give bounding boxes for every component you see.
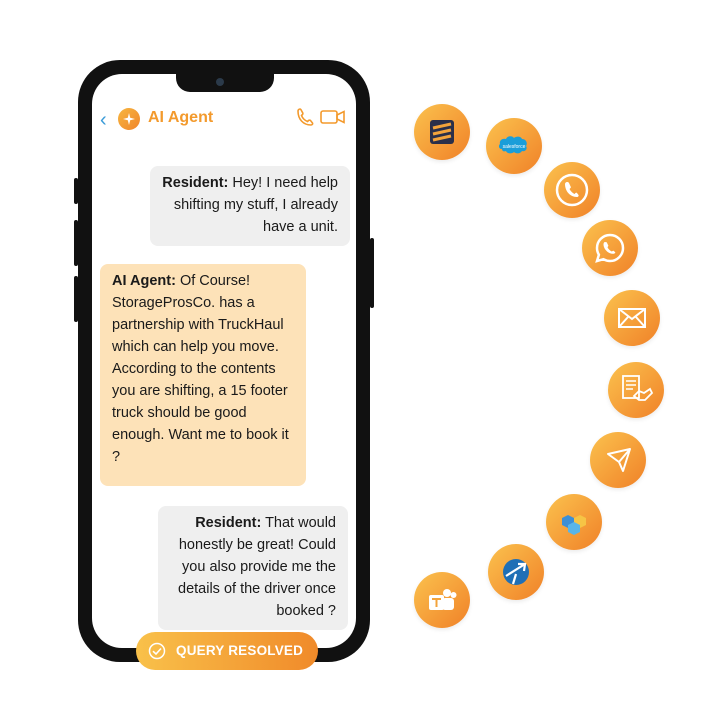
message-text: That would honestly be great! Could you … (178, 515, 336, 619)
cubes-icon[interactable] (546, 494, 602, 550)
chevron-left-icon[interactable]: ‹ (100, 109, 107, 131)
message-text: Hey! I need help shifting my stuff, I al… (173, 175, 338, 235)
message-bubble-agent: AI Agent: Of Course! StorageProsCo. has … (100, 264, 306, 486)
phone-frame: ‹ AI Agent Resident: Hey! I need help sh… (74, 60, 374, 662)
check-circle-icon (148, 642, 166, 660)
whatsapp-icon[interactable] (582, 220, 638, 276)
contract-handshake-icon[interactable] (608, 362, 664, 418)
message-bubble-resident-1: Resident: Hey! I need help shifting my s… (150, 166, 350, 246)
query-resolved-label: QUERY RESOLVED (176, 643, 304, 658)
phone-screen: ‹ AI Agent Resident: Hey! I need help sh… (92, 74, 356, 648)
phone-icon[interactable] (296, 107, 314, 127)
agent-name: AI Agent (148, 109, 214, 126)
message-text: Of Course! StorageProsCo. has a partners… (112, 273, 289, 465)
notch (176, 74, 274, 92)
query-resolved-button[interactable]: QUERY RESOLVED (136, 632, 318, 670)
teams-icon[interactable] (414, 572, 470, 628)
salesforce-icon[interactable]: salesforce (486, 118, 542, 174)
stack-logo-icon[interactable] (414, 104, 470, 160)
message-sender: AI Agent: (112, 273, 176, 289)
sparkle-icon (123, 113, 135, 125)
salesforce-logo-text: salesforce (503, 144, 526, 150)
phone-call-icon[interactable] (544, 162, 600, 218)
email-icon[interactable] (604, 290, 660, 346)
message-sender: Resident: (195, 515, 262, 531)
camera-dot (216, 78, 224, 86)
agent-avatar (118, 108, 140, 130)
power-button (370, 238, 374, 308)
chat-header: ‹ AI Agent (92, 102, 356, 142)
mute-switch (74, 178, 78, 204)
send-icon[interactable] (590, 432, 646, 488)
volume-up-button (74, 220, 78, 266)
message-bubble-resident-2: Resident: That would honestly be great! … (158, 506, 348, 630)
video-camera-icon[interactable] (320, 109, 346, 125)
volume-down-button (74, 276, 78, 322)
message-sender: Resident: (162, 175, 229, 191)
globe-arrow-icon[interactable] (488, 544, 544, 600)
